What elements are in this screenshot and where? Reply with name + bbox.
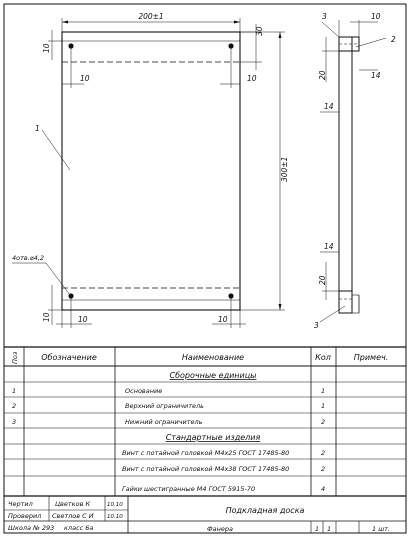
dim-bottom-left: 10 [78,315,88,324]
std1-qty: 2 [321,449,325,457]
specification-table: Поз Обозначение Наименование Кол Примеч.… [4,346,406,496]
qty-total: 1 шт. [372,525,390,533]
sheet-frame [3,3,407,534]
sheet-a: 1 [315,525,319,533]
side-board [338,36,353,314]
row3-name: Нижний ограничитель [125,418,203,426]
side-view: 10 3 2 20 14 14 14 20 3 [314,12,396,330]
dim-left-top: 10 [42,43,51,53]
hole-top-right [228,43,234,49]
callout-base: 1 [35,124,40,133]
row2-pos: 2 [12,402,16,410]
row2-qty: 1 [321,402,325,410]
dim-hole-left-top: 10 [80,74,90,83]
dim-left-bottom-v: 10 [42,312,51,322]
drawing-title: Подкладная доска [226,506,305,515]
header-qty: Кол [315,353,331,362]
std2-name: Винт с потайной головкой М4х38 ГОСТ 1748… [122,465,289,473]
side-dim-10: 10 [371,12,381,21]
title-block: Чертил Цветков К 10.10 Проверил Светлов … [4,495,406,533]
section-assembly: Сборочные единицы [170,371,257,380]
material: Фанера [207,525,233,533]
board-outline [61,31,241,311]
side-dim-20-top: 20 [318,70,327,80]
header-name: Наименование [182,353,244,362]
row1-qty: 1 [321,387,325,395]
std3-qty: 4 [321,485,325,493]
row3-qty: 2 [321,418,325,426]
side-dim-3-top: 3 [322,12,327,21]
callout-upper-limiter: 2 [391,35,396,44]
std3-name: Гайки шестигранные М4 ГОСТ 5915-70 [122,485,255,493]
drew-date: 10.10 [107,502,123,508]
row1-pos: 1 [12,387,16,395]
section-standard: Стандартные изделия [166,433,261,442]
row3-pos: 3 [12,418,16,426]
dim-right-top: 10 [247,74,257,83]
header-designation: Обозначение [41,353,97,362]
bottom-limiter [338,290,353,314]
sheet-b: 1 [327,525,331,533]
checked-label: Проверил [8,512,41,520]
side-dim-3-low: 3 [314,321,319,330]
std2-qty: 2 [321,465,325,473]
header-pos: Поз [11,351,19,364]
hole-bottom-right [228,293,234,299]
school-class: класс 6а [64,524,93,532]
checked-date: 10.10 [107,514,123,520]
dim-top-band: 30 [255,26,264,36]
side-dim-14-top: 14 [371,71,381,80]
holes-note: 4отв.⌀4,2 [12,254,44,262]
row2-name: Верхний ограничитель [125,402,204,410]
hole-top-left [68,43,74,49]
drew-name: Цветков К [55,500,90,508]
drew-label: Чертил [8,500,33,508]
dim-bottom-right: 10 [218,315,228,324]
side-dim-14-low: 14 [324,242,334,251]
header-note: Примеч. [354,353,389,362]
side-dim-14-mid: 14 [324,102,334,111]
row1-name: Основание [125,387,162,395]
checked-name: Светлов С И [52,512,94,520]
side-dim-20-low: 20 [318,275,327,285]
front-view: 200±1 30 10 10 10 300±1 1 4отв.⌀4,2 [12,12,289,328]
std1-name: Винт с потайной головкой М4х25 ГОСТ 1748… [122,449,289,457]
dim-height-total: 300±1 [280,157,289,182]
school: Школа № 293 [8,524,54,532]
dim-width-total: 200±1 [138,12,163,21]
